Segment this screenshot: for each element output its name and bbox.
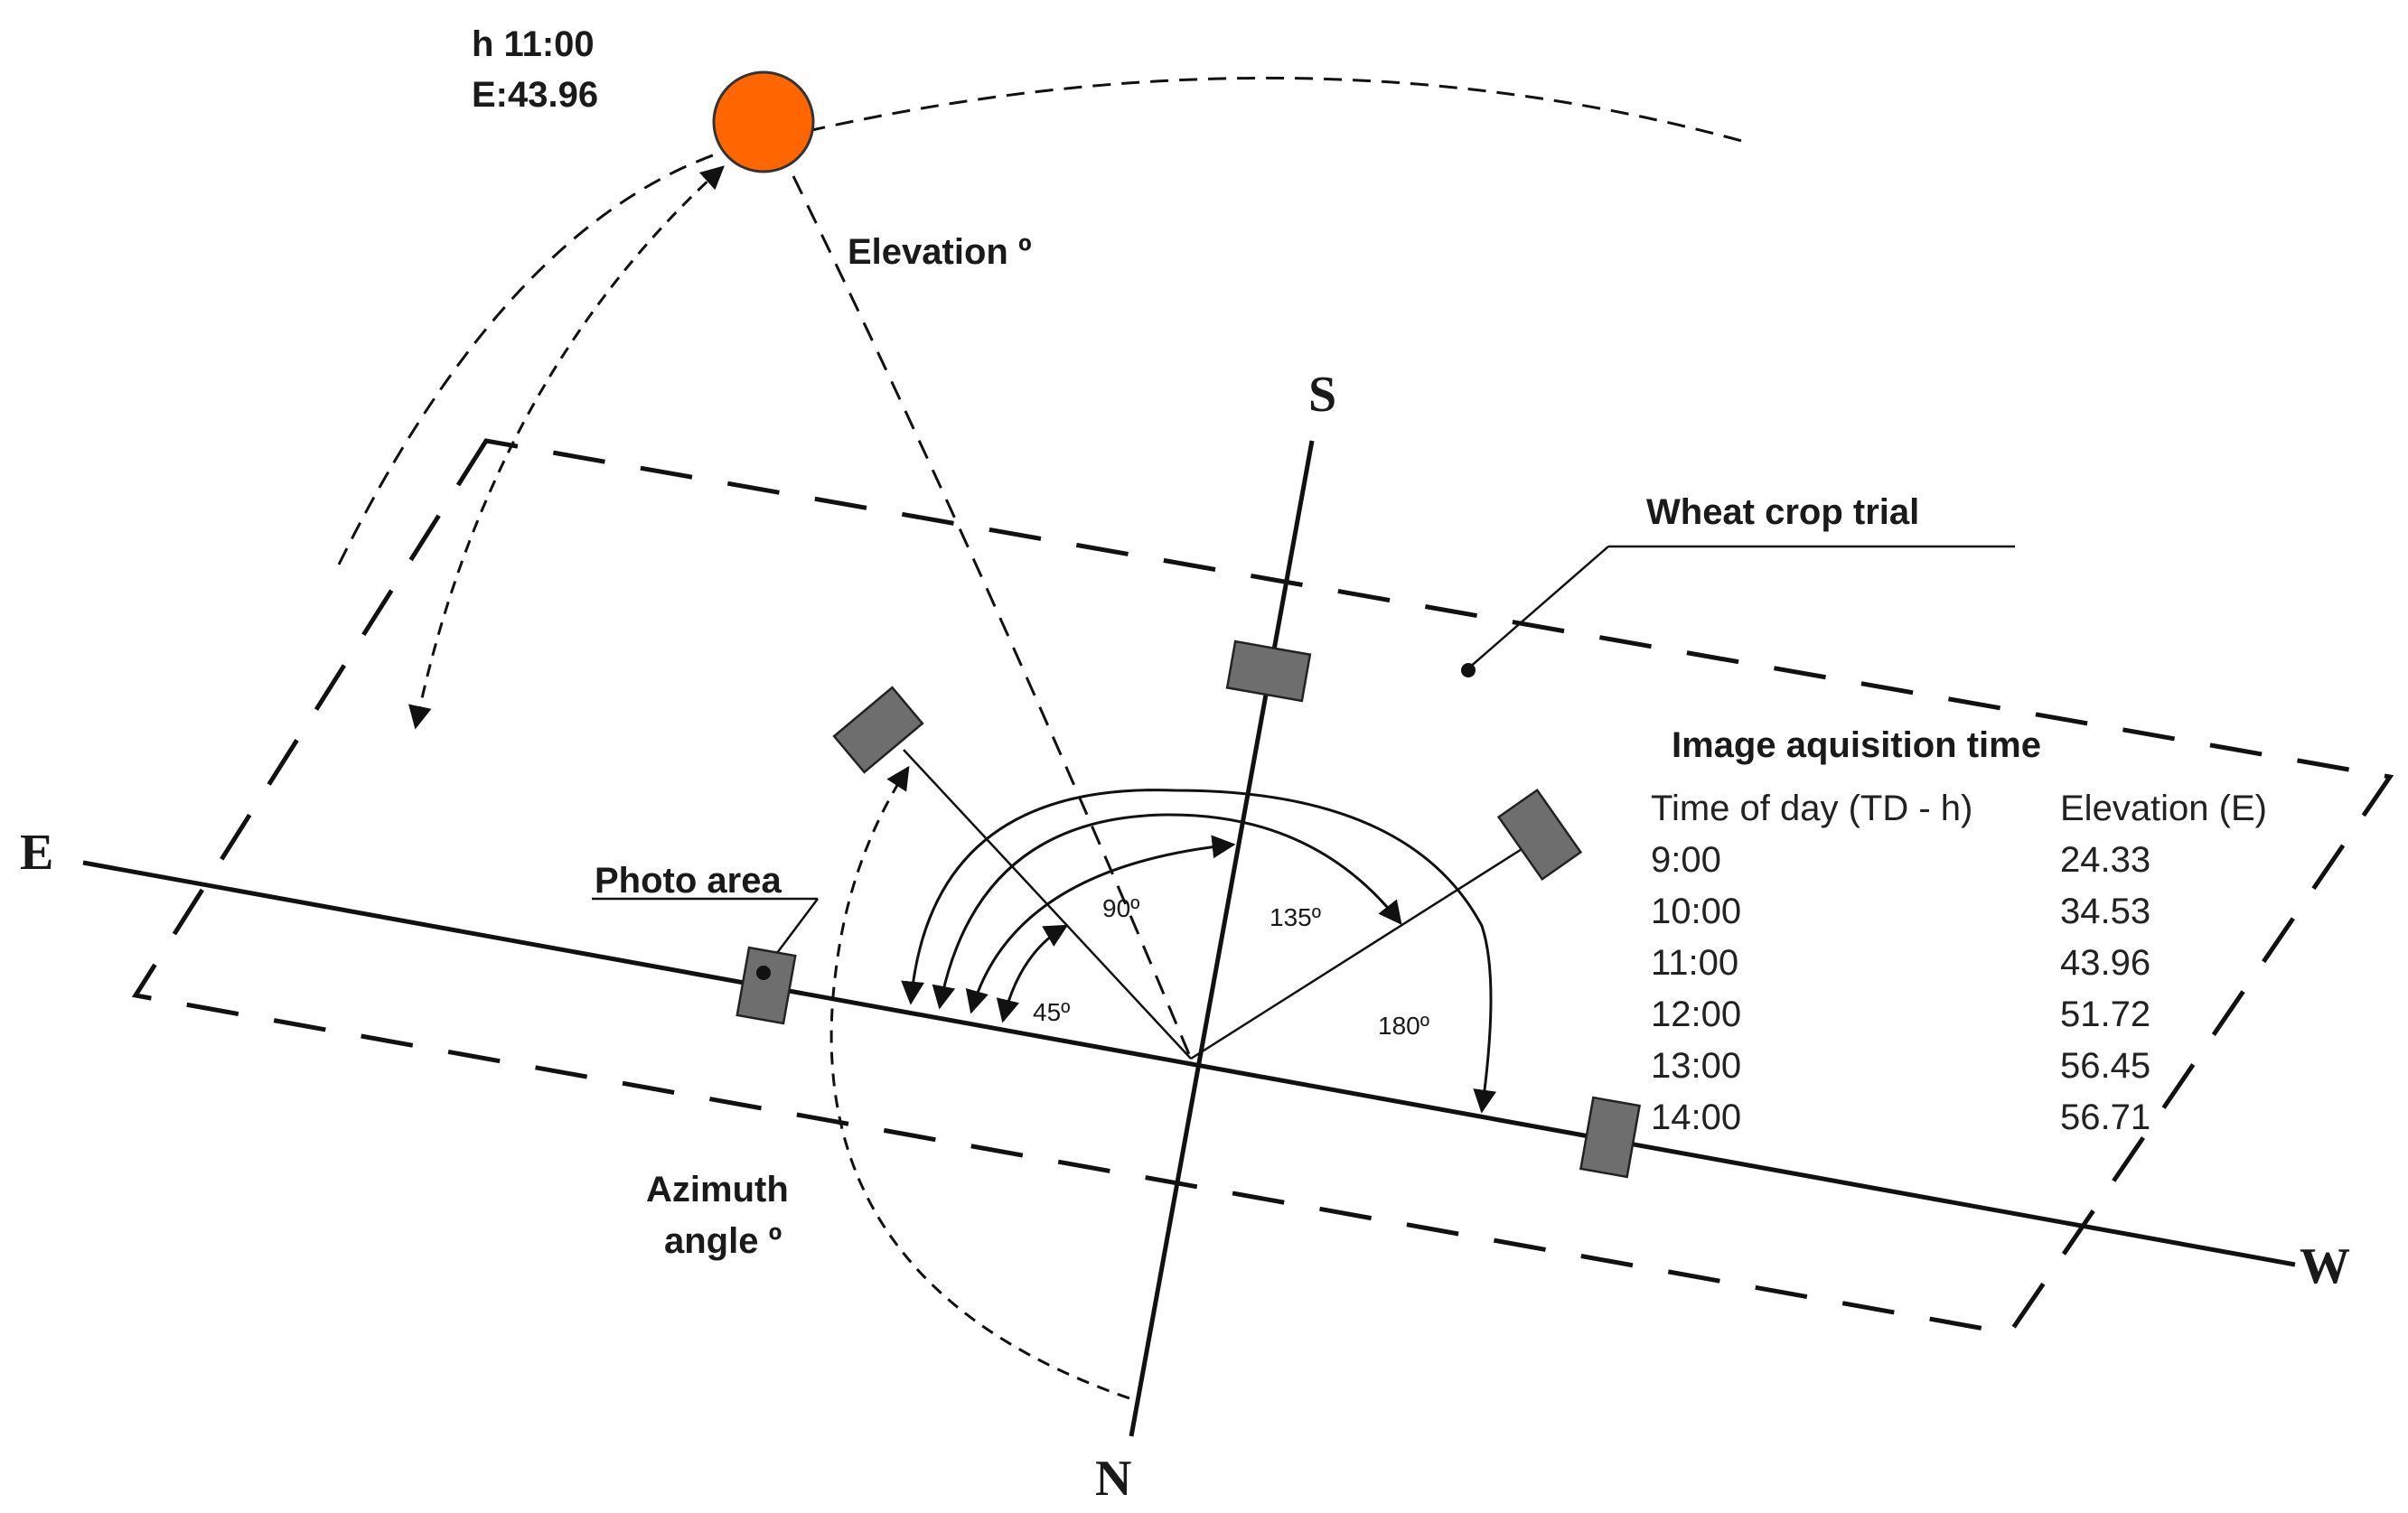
sun-elevation-label: E:43.96 xyxy=(472,75,598,115)
azimuth-label: Azimuth xyxy=(646,1170,789,1209)
table-cell: 10:00 xyxy=(1651,892,1741,931)
north-label: N xyxy=(1095,1451,1131,1507)
angle-45-label: 45º xyxy=(1033,998,1070,1026)
sun-icon xyxy=(712,70,815,173)
camera-ray-sw xyxy=(1190,838,1537,1060)
camera-west xyxy=(1579,1096,1641,1179)
angle-90-label: 90º xyxy=(1102,894,1139,922)
wheat-point-dot xyxy=(1461,663,1476,677)
south-label: S xyxy=(1308,367,1336,423)
sun-trajectory-arc xyxy=(337,76,1749,565)
crop-field-outline xyxy=(131,438,2394,1336)
angle-arc-180 xyxy=(901,789,1497,1114)
east-label: E xyxy=(20,825,53,881)
table-cell: 9:00 xyxy=(1651,840,1721,880)
table-cell: 56.45 xyxy=(2060,1046,2150,1086)
photo-area-dot xyxy=(756,966,771,980)
elevation-ray xyxy=(792,175,1193,1060)
angle-arc-90 xyxy=(965,835,1236,1014)
azimuth-angle-label: angle º xyxy=(664,1221,782,1261)
callout-leader-wheat xyxy=(1467,546,1609,669)
table-cell: 34.53 xyxy=(2060,892,2150,931)
wheat-crop-trial-label: Wheat crop trial xyxy=(1646,492,1919,532)
table-cell: 14:00 xyxy=(1651,1097,1741,1137)
sun-time-label: h 11:00 xyxy=(472,24,595,64)
angle-135-label: 135º xyxy=(1270,903,1321,931)
elevation-arc-arrow xyxy=(408,165,725,730)
table-cell: 24.33 xyxy=(2060,840,2150,880)
camera-southwest xyxy=(1496,788,1583,882)
angle-arc-135 xyxy=(932,813,1402,1010)
table-cell: 51.72 xyxy=(2060,995,2150,1034)
azimuth-arc-arrow xyxy=(829,765,1130,1400)
camera-south xyxy=(1225,640,1312,703)
north-south-axis xyxy=(1129,440,1315,1437)
camera-northwest xyxy=(832,686,924,774)
image-acquisition-label: Image aquisition time xyxy=(1672,725,2041,765)
table-cell: 43.96 xyxy=(2060,943,2150,983)
acquisition-table: Time of day (TD - h) Elevation (E) 9:00 … xyxy=(1651,789,2267,1137)
table-header-time: Time of day (TD - h) xyxy=(1651,789,1972,828)
camera-east xyxy=(736,946,797,1025)
photo-area-label: Photo area xyxy=(595,861,782,901)
table-cell: 12:00 xyxy=(1651,995,1741,1034)
west-label: W xyxy=(2300,1238,2350,1294)
table-cell: 11:00 xyxy=(1651,943,1738,983)
table-cell: 13:00 xyxy=(1651,1046,1741,1086)
angle-180-label: 180º xyxy=(1378,1012,1429,1040)
east-west-axis xyxy=(82,860,2296,1267)
table-header-elevation: Elevation (E) xyxy=(2060,789,2267,828)
table-cell: 56.71 xyxy=(2060,1097,2150,1137)
elevation-label: Elevation º xyxy=(848,232,1032,272)
